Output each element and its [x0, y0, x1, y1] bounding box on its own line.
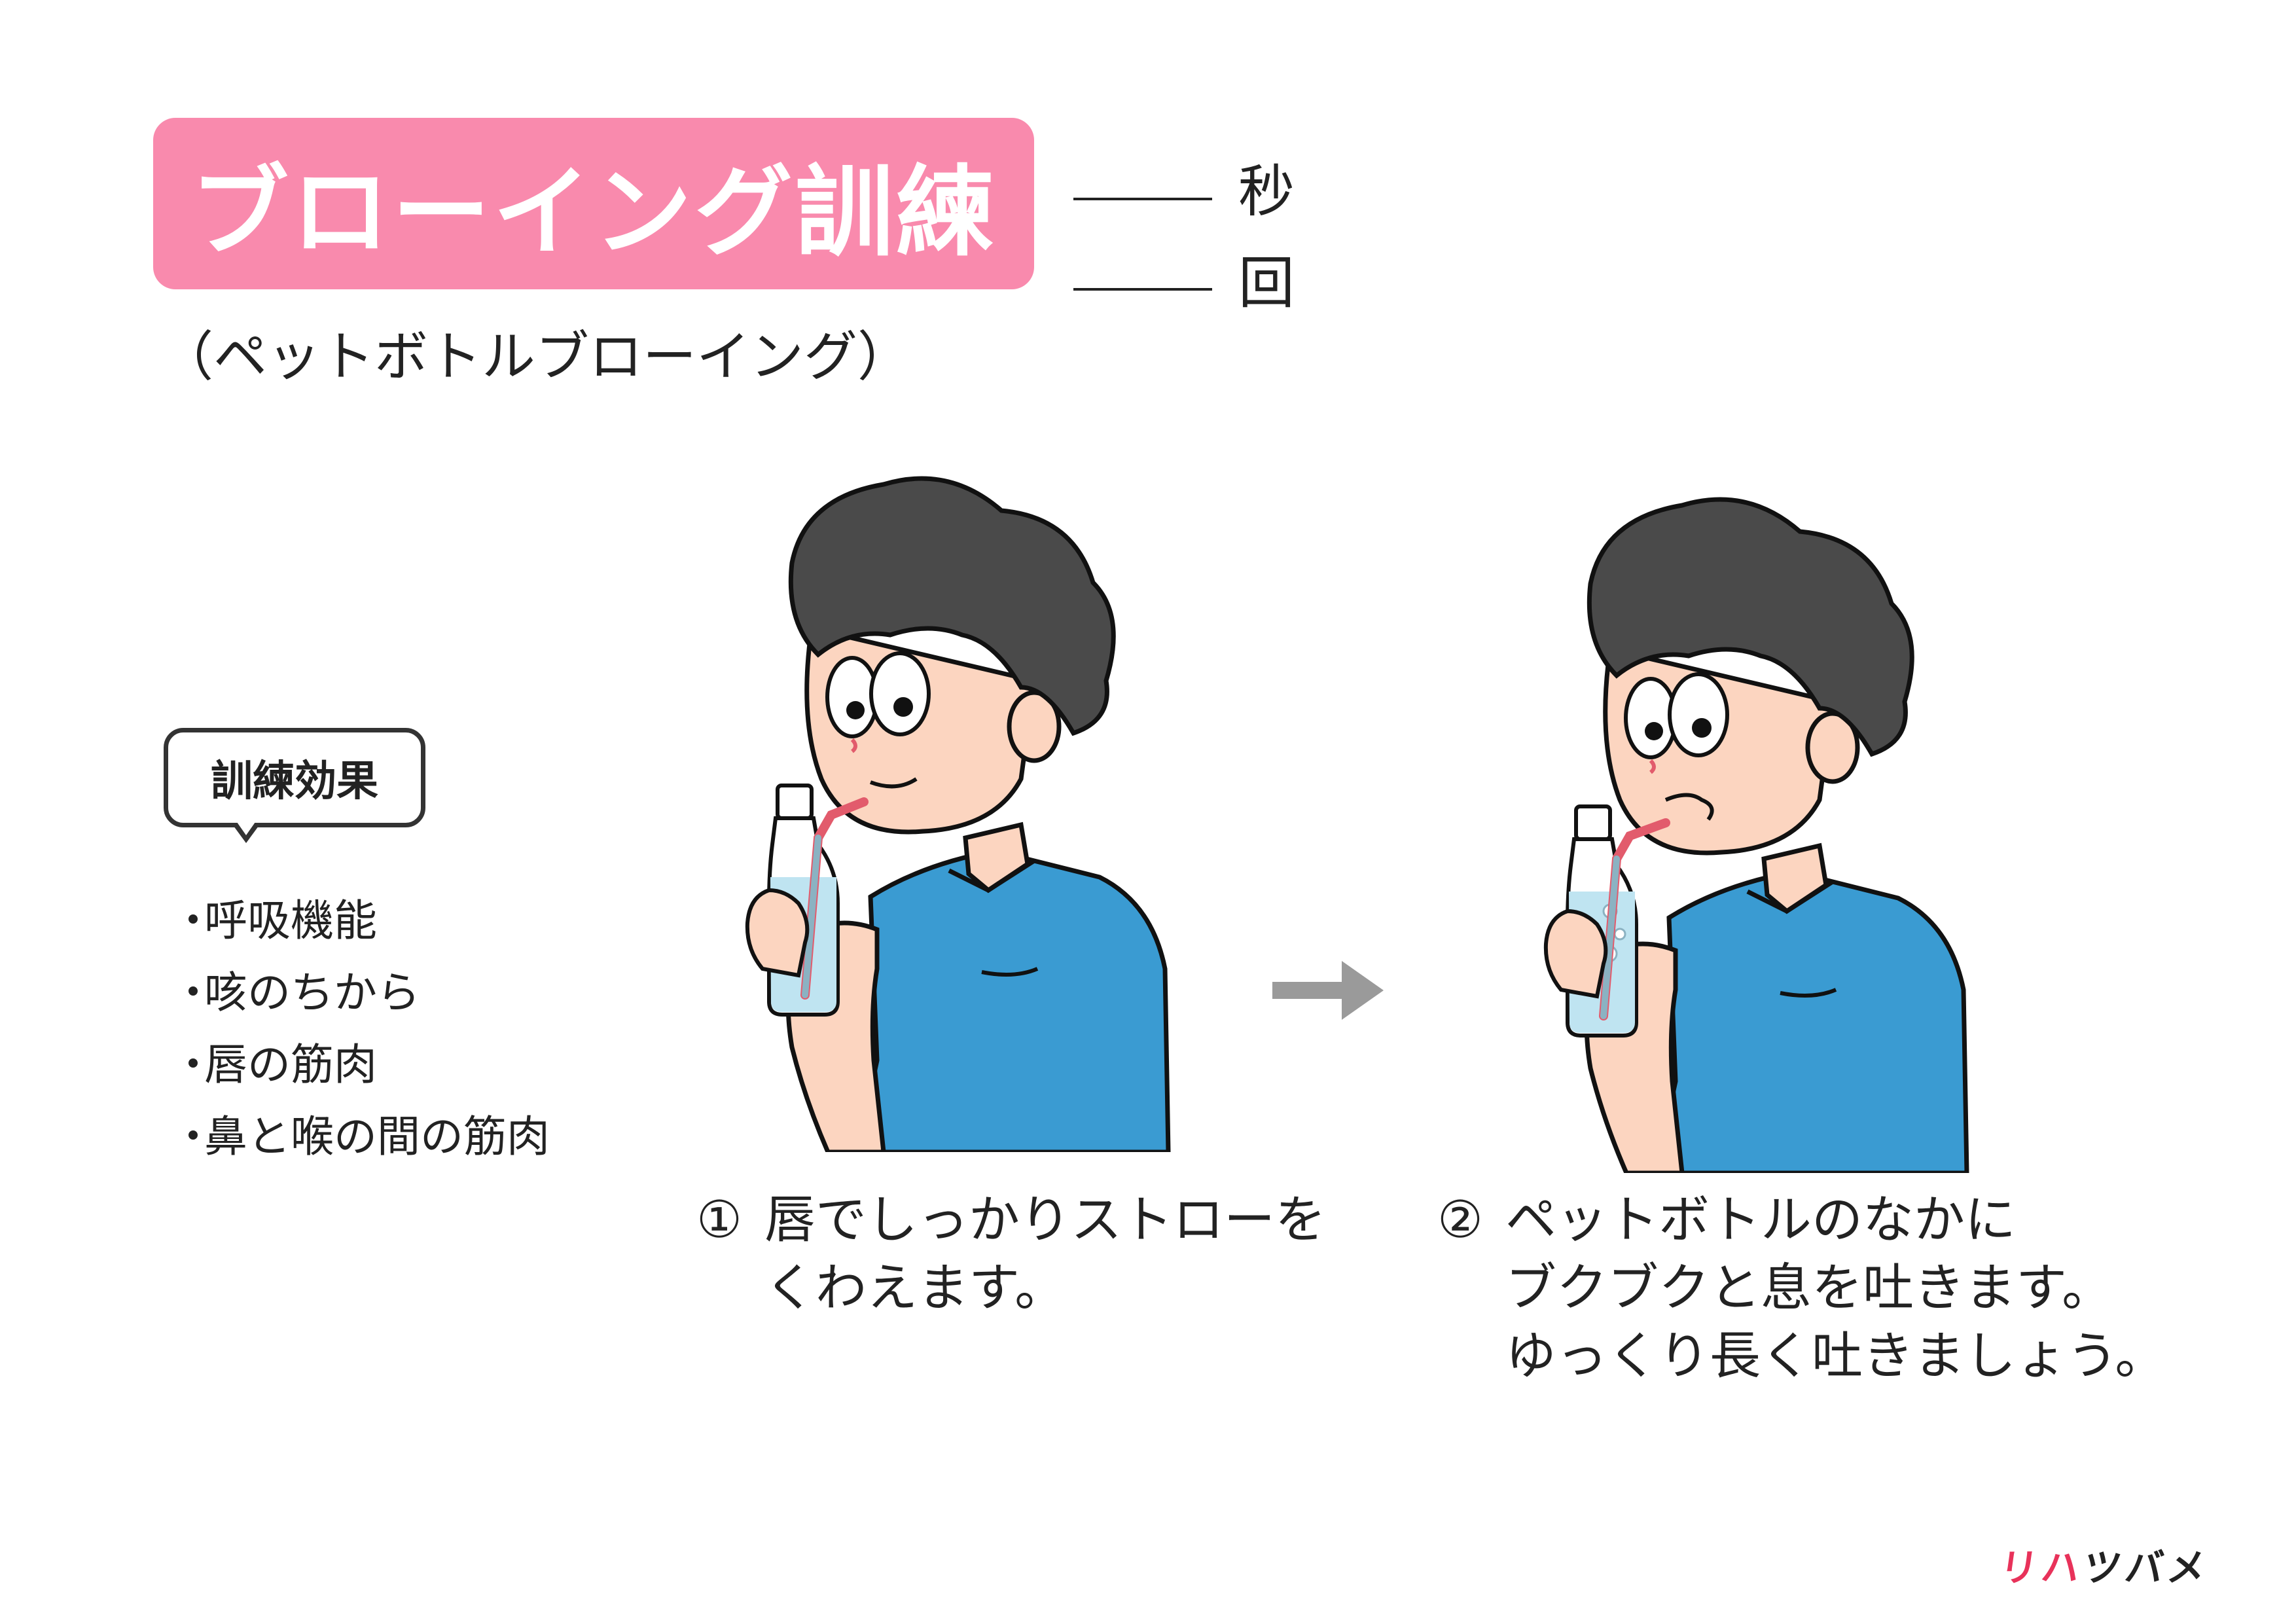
logo-char: ハ: [2038, 1545, 2087, 1590]
effect-item: ・鼻と喉の間の筋肉: [171, 1111, 550, 1162]
effects-label: 訓練効果: [211, 757, 378, 806]
right-arrow-icon: [1272, 961, 1384, 1020]
title-banner: ブローイング訓練: [153, 118, 1034, 289]
logo-char: メ: [2164, 1545, 2213, 1590]
seconds-unit: 秒: [1238, 159, 1295, 225]
person-drinking-illustration: [707, 471, 1178, 1152]
person-drinking-svg: [745, 476, 1171, 1152]
bubble-tail-inner: [237, 822, 255, 835]
step-number: ②: [1437, 1191, 1483, 1250]
person-blowing-illustration: [1505, 492, 1977, 1173]
count-unit: 回: [1238, 251, 1295, 316]
seconds-blank: [1073, 198, 1212, 200]
step-number: ①: [696, 1191, 742, 1250]
effects-list: ・呼吸機能 ・咳のちから ・唇の筋肉 ・鼻と喉の間の筋肉: [171, 885, 550, 1173]
effects-label-bubble: 訓練効果: [164, 728, 425, 827]
count-blank: [1073, 288, 1212, 291]
logo-char: バ: [2122, 1545, 2171, 1590]
effect-item: ・呼吸機能: [171, 895, 377, 946]
person-blowing-svg: [1543, 497, 1969, 1173]
page-subtitle: （ペットボトルブローイング）: [160, 326, 912, 388]
logo-char: リ: [1996, 1545, 2045, 1590]
page-title: ブローイング訓練: [190, 155, 997, 270]
effect-item: ・咳のちから: [171, 967, 420, 1018]
brand-logo: リハツバメ: [1997, 1537, 2213, 1592]
effect-item: ・唇の筋肉: [171, 1039, 377, 1090]
logo-char: ツ: [2080, 1545, 2129, 1590]
